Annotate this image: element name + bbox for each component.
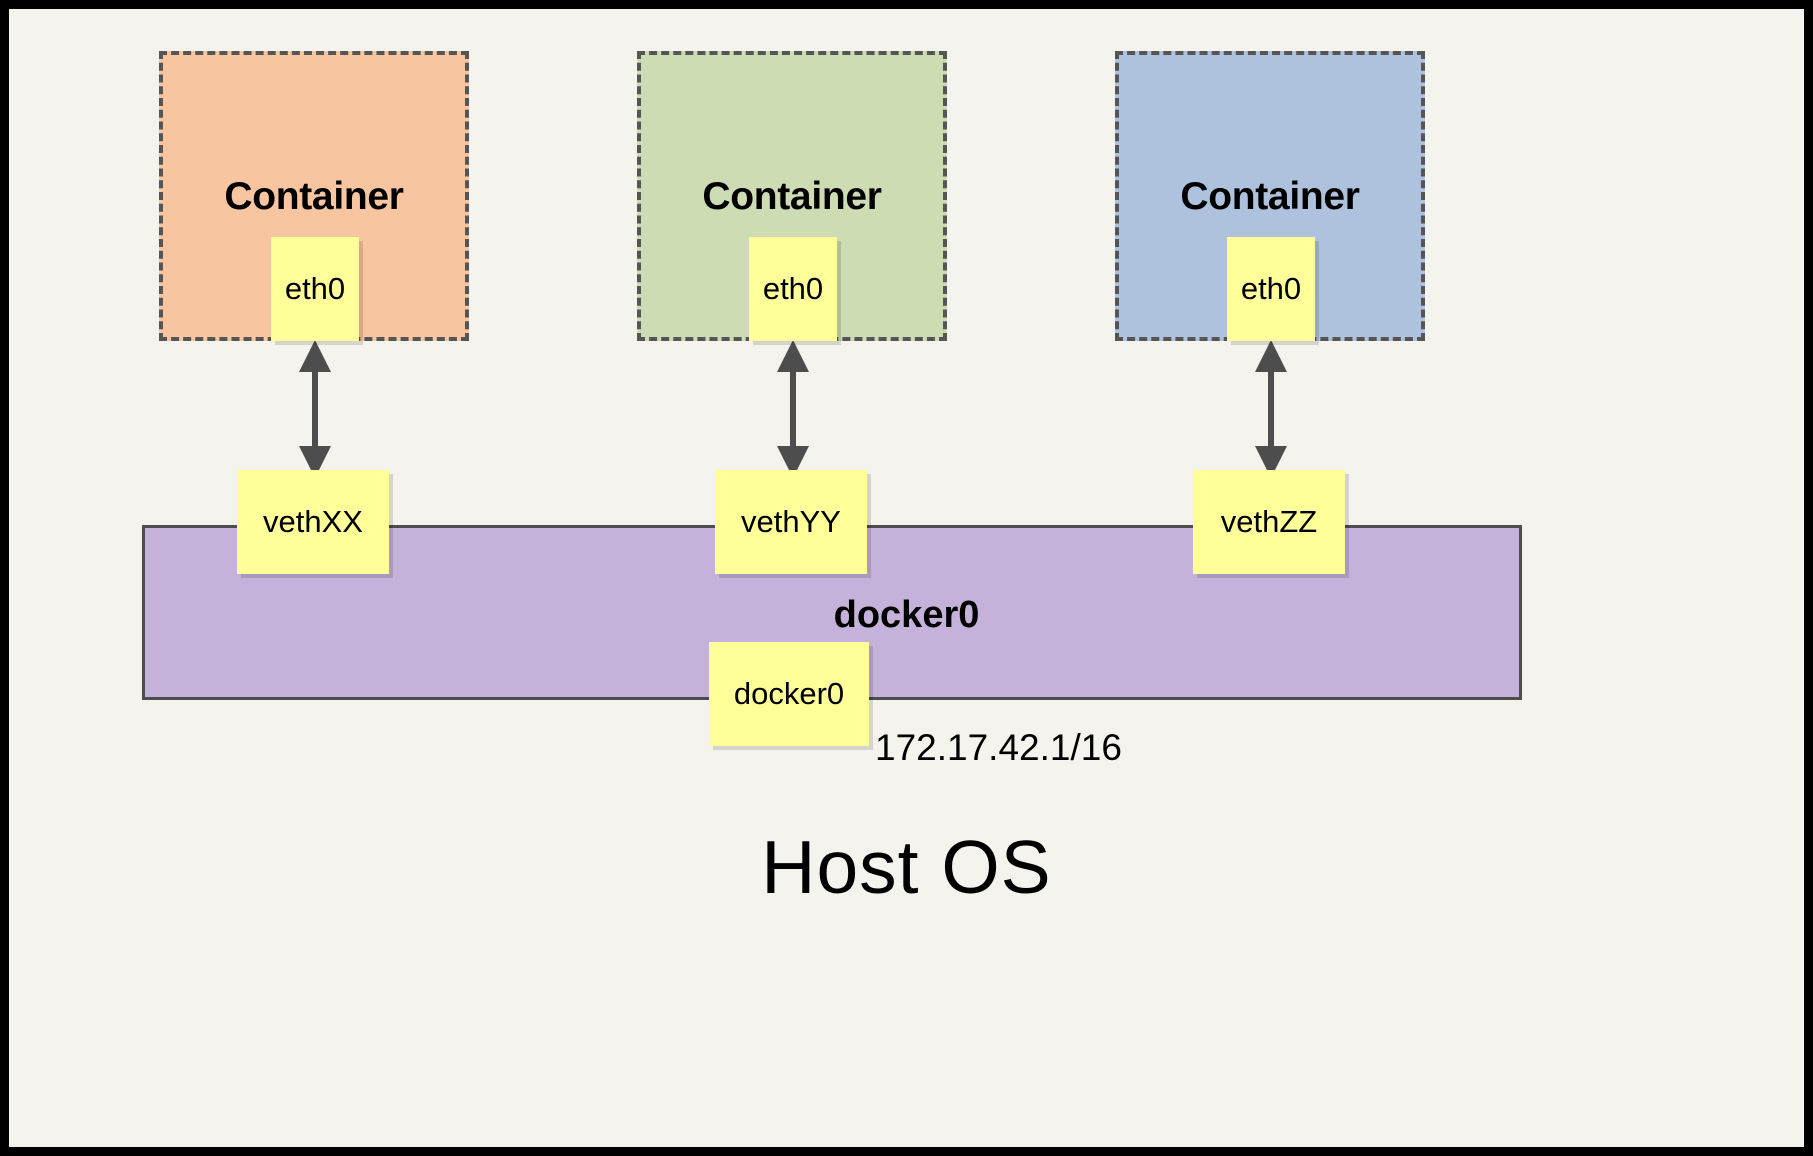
connection-arrow-1 <box>299 340 331 478</box>
docker0-interface-label: docker0 <box>733 676 845 711</box>
diagram-stage: Container eth0 Container eth0 Container … <box>9 9 1804 1147</box>
docker0-interface-box: docker0 <box>709 642 869 746</box>
connection-arrow-3 <box>1255 340 1287 478</box>
docker0-bridge-label: docker0 <box>833 594 980 636</box>
container-title-1: Container <box>224 175 404 218</box>
connection-arrow-2 <box>777 340 809 478</box>
veth-label-2: vethYY <box>741 504 841 539</box>
veth-box-2: vethYY <box>715 470 867 574</box>
eth0-box-3: eth0 <box>1227 237 1315 341</box>
veth-label-3: vethZZ <box>1220 504 1318 539</box>
veth-label-1: vethXX <box>263 504 363 539</box>
eth0-box-2: eth0 <box>749 237 837 341</box>
host-os-label: Host OS <box>761 825 1052 909</box>
container-title-3: Container <box>1180 175 1360 218</box>
eth0-label-1: eth0 <box>284 271 346 306</box>
docker0-ip-address: 172.17.42.1/16 <box>875 727 1122 768</box>
veth-box-3: vethZZ <box>1193 470 1345 574</box>
eth0-label-2: eth0 <box>762 271 824 306</box>
veth-box-1: vethXX <box>237 470 389 574</box>
eth0-label-3: eth0 <box>1240 271 1302 306</box>
container-title-2: Container <box>702 175 882 218</box>
eth0-box-1: eth0 <box>271 237 359 341</box>
